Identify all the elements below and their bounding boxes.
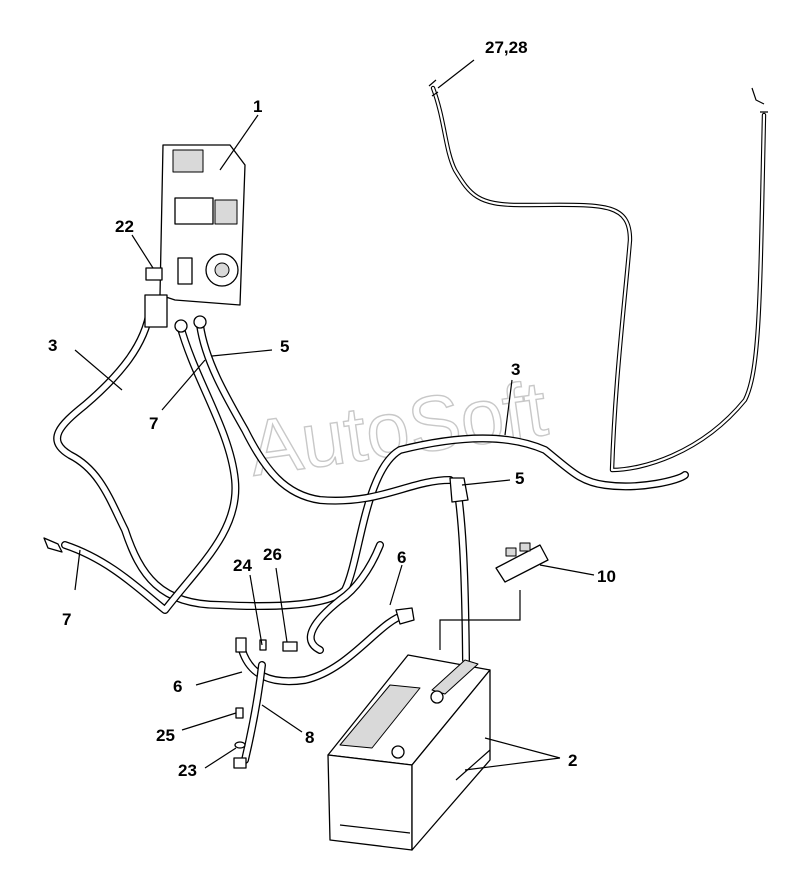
cable-8 bbox=[241, 661, 266, 764]
callout-26: 26 bbox=[263, 545, 282, 564]
cable-6 bbox=[238, 607, 415, 686]
callout-6b: 6 bbox=[173, 677, 182, 696]
callout-24: 24 bbox=[233, 556, 252, 575]
callout-1: 1 bbox=[253, 97, 262, 116]
item-22 bbox=[145, 267, 163, 281]
cable-6-lead bbox=[306, 541, 384, 654]
cable-27-28 bbox=[428, 79, 768, 473]
callout-5a: 5 bbox=[280, 337, 289, 356]
callout-7a: 7 bbox=[149, 414, 158, 433]
callout-25: 25 bbox=[156, 726, 175, 745]
callout-6a: 6 bbox=[397, 548, 406, 567]
callout-23: 23 bbox=[178, 761, 197, 780]
callout-7b: 7 bbox=[62, 610, 71, 629]
fasteners bbox=[233, 637, 298, 769]
battery-lead bbox=[449, 477, 470, 664]
battery bbox=[327, 654, 491, 851]
callout-10: 10 bbox=[597, 567, 616, 586]
cable-3 bbox=[53, 306, 689, 611]
callout-labels: 1 2 3 3 5 5 6 6 7 7 8 10 22 23 24 25 26 … bbox=[48, 38, 616, 780]
callout-22: 22 bbox=[115, 217, 134, 236]
callout-27-28: 27,28 bbox=[485, 38, 528, 57]
cable-5 bbox=[196, 321, 454, 505]
item-10 bbox=[439, 542, 549, 650]
leader-lines bbox=[74, 59, 595, 771]
cable-7 bbox=[43, 321, 240, 614]
callout-8: 8 bbox=[305, 728, 314, 747]
callout-2: 2 bbox=[568, 751, 577, 770]
callout-3b: 3 bbox=[511, 360, 520, 379]
callout-3a: 3 bbox=[48, 336, 57, 355]
switch-panel bbox=[144, 144, 246, 333]
callout-5b: 5 bbox=[515, 469, 524, 488]
